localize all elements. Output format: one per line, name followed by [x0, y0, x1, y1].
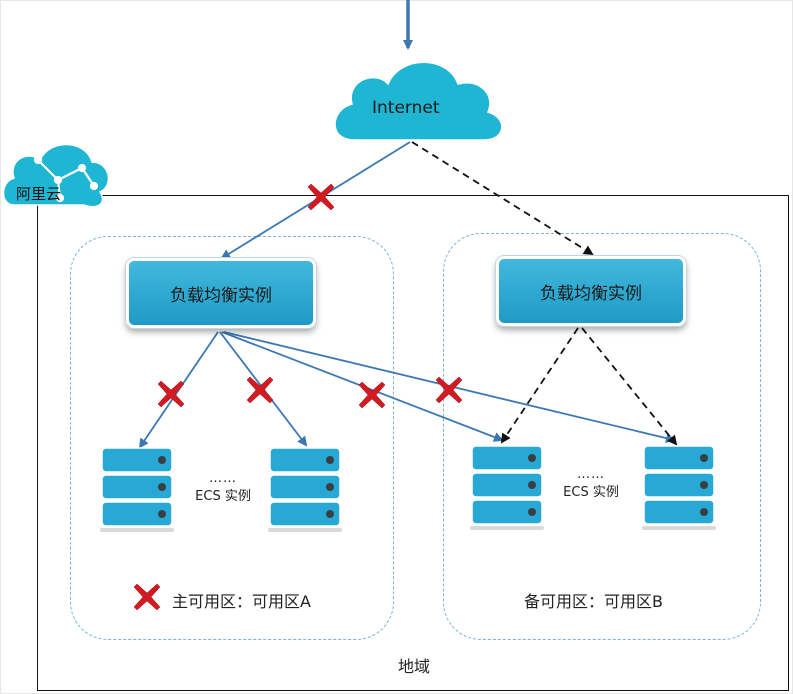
failure-mark-icon-link-2: [246, 376, 274, 404]
aliyun-cloud-icon: [2, 143, 110, 208]
failure-mark-icon-internet-link: [307, 183, 335, 211]
failure-mark-icon-primary-zone: [133, 583, 161, 611]
provider-label: 阿里云: [16, 185, 62, 203]
availability-zone-a: [70, 236, 394, 640]
backup-zone-label: 备可用区：可用区B: [524, 592, 663, 611]
ecs-server-icon-1: [99, 447, 175, 533]
primary-zone-label: 主可用区：可用区A: [172, 592, 311, 611]
load-balancer-primary-label: 负载均衡实例: [170, 285, 272, 306]
ecs-group-ellipsis-b: ……: [577, 467, 605, 482]
ecs-server-icon-4: [641, 445, 717, 531]
failure-mark-icon-link-1: [157, 380, 185, 408]
internet-cloud-icon: [334, 61, 503, 141]
region-boundary: [37, 195, 789, 691]
link-lb-b-to-server-4: [581, 327, 678, 446]
load-balancer-primary[interactable]: 负载均衡实例: [126, 258, 316, 328]
ecs-server-icon-2: [267, 447, 343, 533]
ecs-server-icon-3: [469, 445, 545, 531]
region-label: 地域: [398, 657, 431, 676]
load-balancer-backup-label: 负载均衡实例: [540, 283, 642, 304]
availability-zone-b: [443, 233, 761, 640]
ecs-group-ellipsis-a: ……: [209, 471, 237, 486]
ecs-group-text-a: ECS 实例: [195, 489, 251, 504]
ecs-group-label-a: …… ECS 实例: [178, 470, 268, 506]
load-balancer-backup[interactable]: 负载均衡实例: [496, 256, 686, 326]
ecs-group-label-b: …… ECS 实例: [546, 466, 636, 502]
failure-mark-icon-link-4: [435, 376, 463, 404]
link-internet-to-lb-b: [411, 141, 594, 256]
ecs-group-text-b: ECS 实例: [563, 485, 619, 500]
failure-mark-icon-link-3: [358, 381, 386, 409]
internet-label: Internet: [372, 98, 440, 118]
link-lb-b-to-server-3: [500, 327, 579, 444]
